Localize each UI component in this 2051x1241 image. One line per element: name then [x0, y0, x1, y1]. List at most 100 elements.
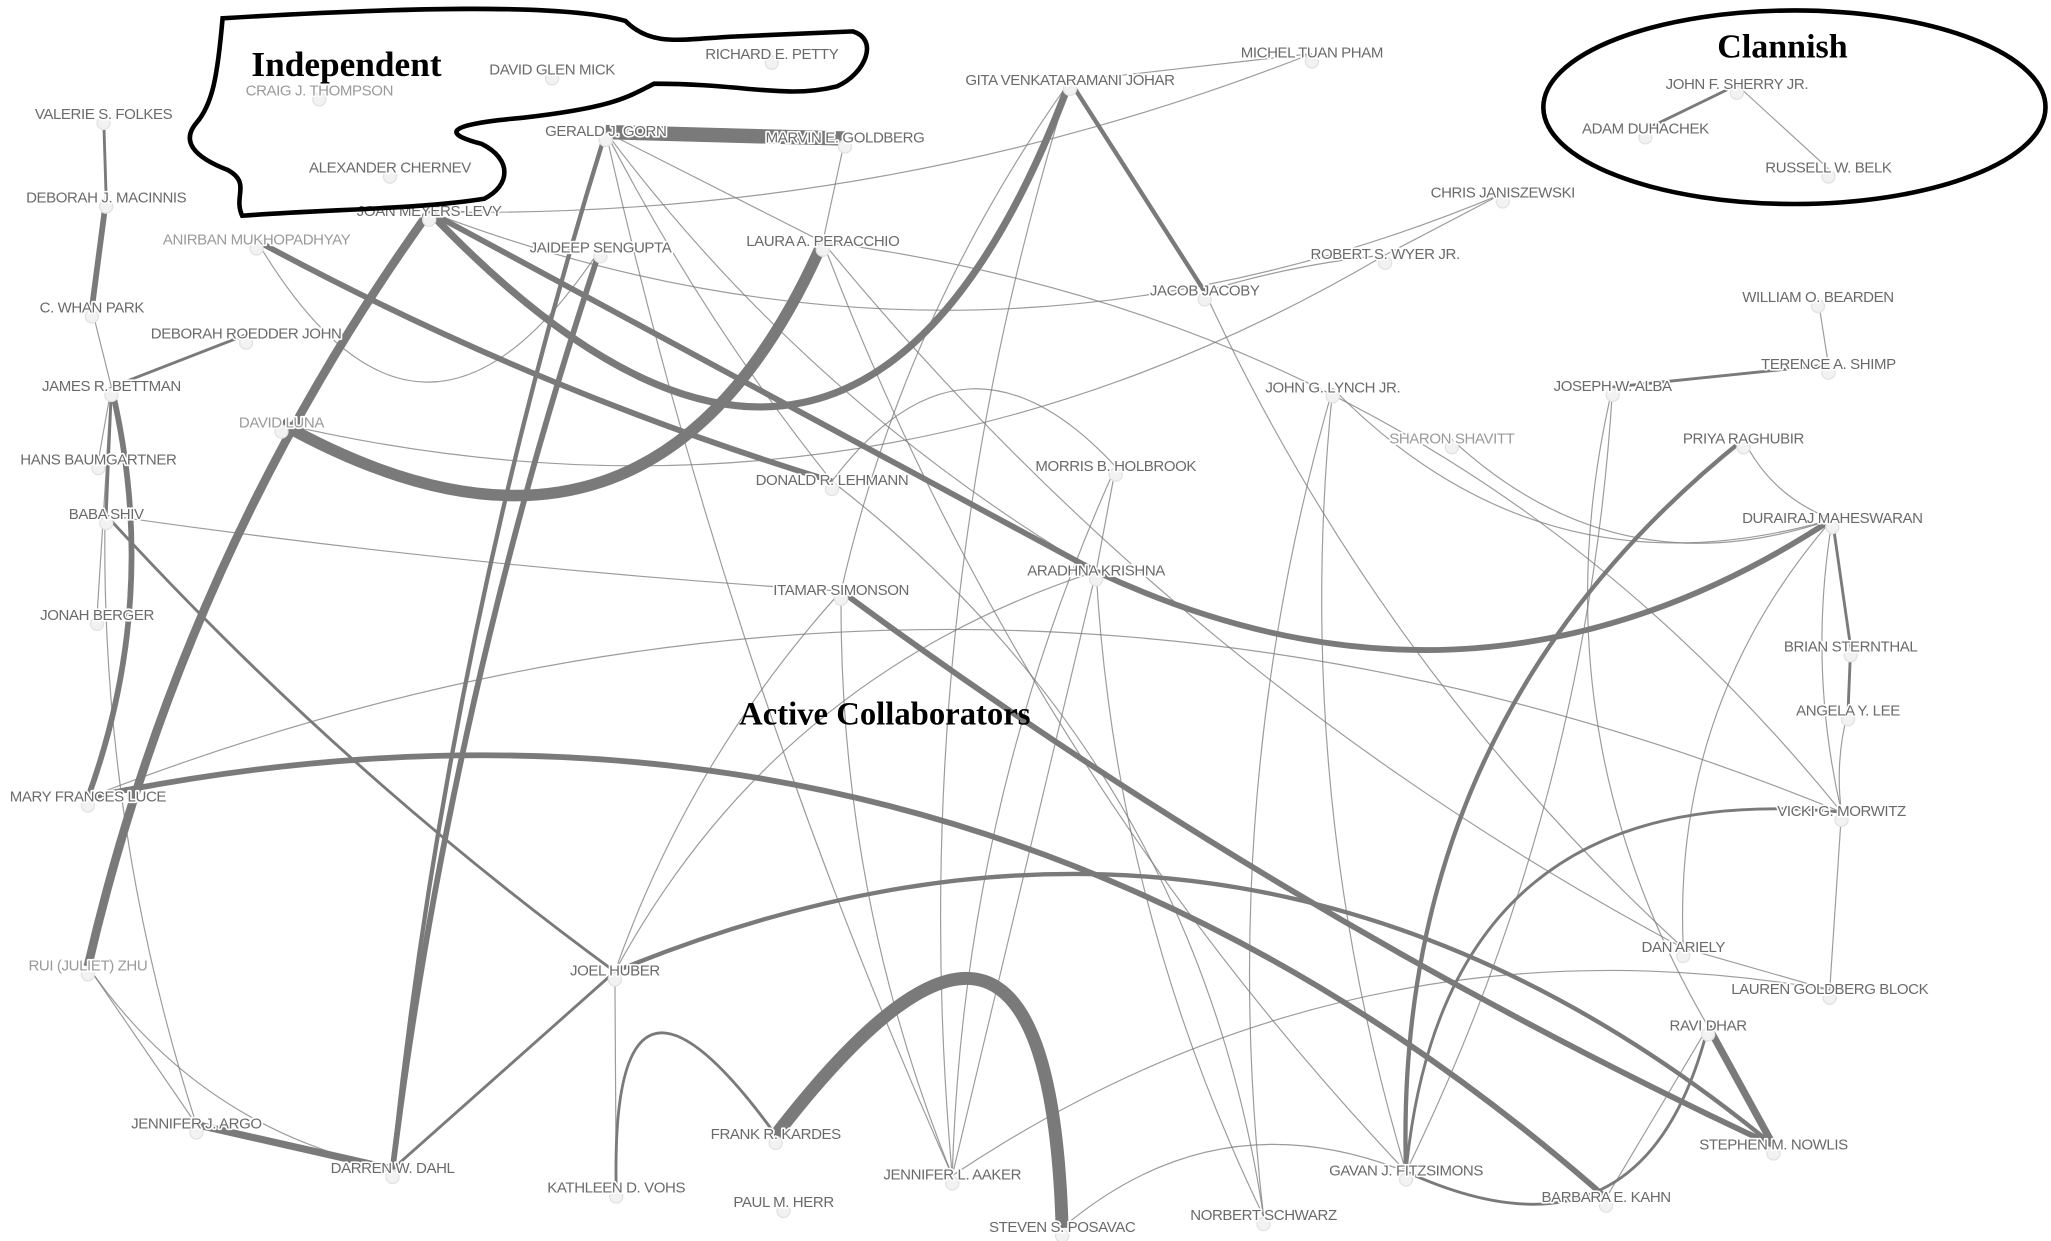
network-node[interactable]: DEBORAH J. MACINNIS [24, 188, 189, 214]
node-marker [1605, 387, 1620, 403]
network-node[interactable]: RUSSELL W. BELK [1764, 158, 1894, 184]
independent-group-outline [187, 6, 870, 219]
network-node[interactable]: ANGELA Y. LEE [1795, 701, 1902, 727]
network-node[interactable]: KATHLEEN D. VOHS [546, 1178, 687, 1204]
network-node[interactable]: TERENCE A. SHIMP [1759, 354, 1898, 380]
node-label: ANIRBAN MUKHOPADHYAY [163, 232, 351, 249]
network-node[interactable]: LAUREN GOLDBERG BLOCK [1730, 979, 1931, 1005]
network-node[interactable]: GERALD J. GORN [543, 121, 668, 148]
network-node[interactable]: DARREN W. DAHL [329, 1158, 457, 1185]
node-marker [99, 199, 114, 214]
network-node[interactable]: JAIDEEP SENGUPTA [528, 238, 674, 264]
network-node[interactable]: NORBERT SCHWARZ [1189, 1205, 1339, 1232]
network-node[interactable]: JONAH BERGER [39, 605, 156, 631]
network-node[interactable]: SHARON SHAVITT [1388, 429, 1517, 455]
network-node[interactable]: PRIYA RAGHUBIR [1681, 429, 1807, 455]
network-node[interactable]: HANS BAUMGARTNER [19, 450, 179, 476]
node-marker [104, 387, 119, 403]
node-marker [274, 424, 289, 439]
network-node[interactable]: DONALD R. LEHMANN [754, 471, 910, 497]
network-node[interactable]: RICHARD E. PETTY [704, 44, 841, 70]
edge [1094, 516, 1834, 653]
network-node[interactable]: BABA SHIV [67, 505, 146, 531]
node-label: WILLIAM O. BEARDEN [1742, 289, 1893, 306]
network-node[interactable]: WILLIAM O. BEARDEN [1741, 287, 1896, 314]
node-marker [382, 169, 398, 184]
edge [1704, 1024, 1777, 1148]
network-node[interactable]: CRAIG J. THOMPSON [244, 81, 395, 107]
network-node[interactable]: MICHEL TUAN PHAM [1239, 43, 1385, 69]
edge [614, 570, 1097, 972]
network-node[interactable]: ITAMAR SIMONSON [772, 580, 911, 607]
network-node[interactable]: STEVEN S. POSAVAC [987, 1217, 1138, 1241]
edge [1204, 254, 1386, 293]
network-node[interactable]: C. WHAN PARK [38, 298, 146, 324]
node-marker [80, 967, 96, 982]
network-node[interactable]: JAMES R. BETTMAN [40, 376, 183, 403]
node-label: VICKI G. MORWITZ [1777, 803, 1906, 820]
network-node[interactable]: JOEL HUBER [568, 961, 662, 987]
node-label: ALEXANDER CHERNEV [309, 160, 471, 177]
node-marker [1054, 1228, 1070, 1241]
edge [281, 254, 1386, 467]
edge [951, 969, 1830, 1177]
network-node[interactable]: CHRIS JANISZEWSKI [1429, 183, 1577, 209]
network-node[interactable]: RAVI DHAR [1668, 1016, 1749, 1042]
network-node[interactable]: DURAIRAJ MAHESWARAN [1740, 508, 1925, 535]
network-node[interactable]: VICKI G. MORWITZ [1776, 801, 1908, 828]
network-node[interactable]: JACOB JACOBY [1148, 281, 1262, 307]
node-marker [609, 1189, 624, 1204]
node-label: JAMES R. BETTMAN [42, 378, 181, 395]
network-node[interactable]: ADAM DUHACHEK [1580, 119, 1711, 145]
node-marker [238, 335, 254, 350]
network-node[interactable]: RUI (JULIET) ZHU [27, 956, 149, 982]
edge [87, 966, 393, 1170]
network-node[interactable]: VALERIE S. FOLKES [33, 104, 175, 131]
edge [1332, 387, 1833, 544]
node-marker [1834, 812, 1849, 828]
node-marker [91, 460, 106, 476]
network-node[interactable]: GAVAN J. FITZSIMONS [1327, 1161, 1485, 1187]
node-marker [1822, 990, 1837, 1005]
node-label: RUSSELL W. BELK [1765, 160, 1892, 177]
network-node[interactable]: BRIAN STERNTHAL [1782, 637, 1919, 663]
edge [1321, 388, 1407, 1172]
node-marker [1598, 1198, 1614, 1213]
node-label: DARREN W. DAHL [331, 1160, 455, 1177]
network-node[interactable]: STEPHEN M. NOWLIS [1698, 1135, 1850, 1161]
network-node[interactable]: ANIRBAN MUKHOPADHYAY [161, 230, 353, 256]
network-node[interactable]: DAVID GLEN MICK [488, 60, 617, 86]
network-node[interactable]: JOHN G. LYNCH JR. [1264, 378, 1402, 404]
node-marker [776, 1203, 791, 1219]
edge [429, 53, 1313, 213]
node-marker [1197, 292, 1212, 307]
node-marker [1729, 85, 1745, 101]
network-node[interactable]: LAURA A. PERACCHIO [745, 231, 901, 257]
node-label: JOHN G. LYNCH JR. [1265, 379, 1400, 396]
network-node[interactable]: ARADHNA KRISHNA [1026, 561, 1167, 587]
network-node[interactable]: MARVIN E. GOLDBERG [764, 128, 926, 154]
network-node[interactable]: JOSEPH W. ALBA [1552, 376, 1674, 403]
network-node[interactable]: DAVID LUNA [237, 413, 326, 439]
node-label: LAURA A. PERACCHIO [746, 233, 899, 250]
network-node[interactable]: JOHN F. SHERRY JR. [1664, 74, 1810, 101]
edge [1204, 291, 1684, 949]
network-node[interactable]: DEBORAH ROEDDER JOHN [149, 324, 344, 350]
node-marker [1840, 712, 1856, 727]
network-node[interactable]: DAN ARIELY [1640, 937, 1727, 964]
network-node[interactable]: ALEXANDER CHERNEV [307, 158, 473, 184]
network-node[interactable]: MARY FRANCES LUCE [8, 787, 168, 813]
network-node[interactable]: ROBERT S. WYER JR. [1309, 244, 1462, 271]
network-node[interactable]: FRANK R. KARDES [709, 1124, 843, 1151]
network-node[interactable]: PAUL M. HERR [732, 1192, 836, 1219]
edge [939, 80, 1071, 1176]
network-node[interactable]: BARBARA E. KAHN [1540, 1187, 1673, 1213]
network-node[interactable]: GITA VENKATARAMANI JOHAR [964, 70, 1177, 97]
network-node[interactable]: JENNIFER J. ARGO [130, 1114, 264, 1140]
edge [951, 571, 1097, 1176]
edge [83, 209, 433, 968]
network-node[interactable]: MORRIS B. HOLBROOK [1034, 456, 1198, 482]
edge [1838, 711, 1849, 813]
edge [605, 131, 953, 1176]
network-node[interactable]: JENNIFER L. AAKER [882, 1165, 1024, 1191]
